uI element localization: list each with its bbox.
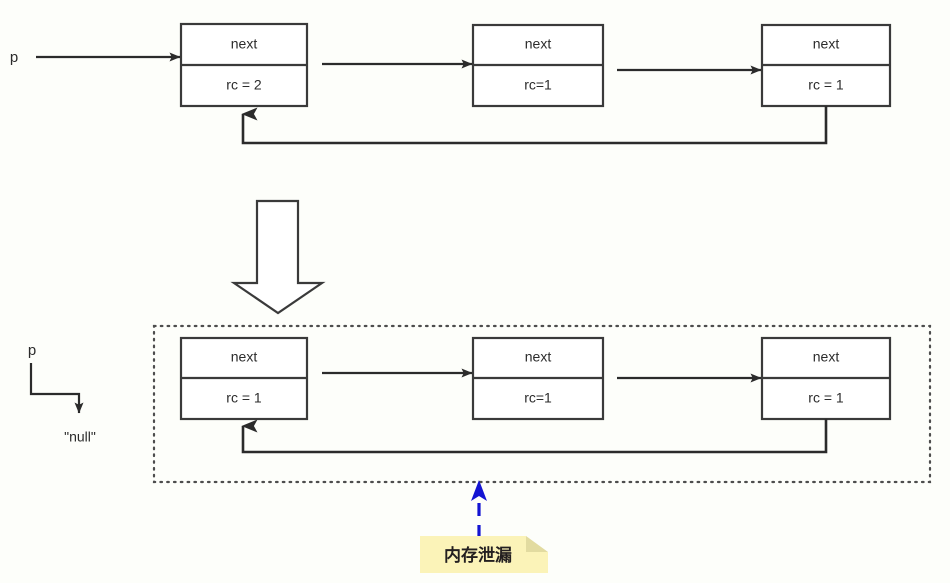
- bottom-node-2-next-label: next: [525, 349, 552, 365]
- annotation-arrowhead-icon: [471, 480, 487, 501]
- memory-leak-note-body: [420, 536, 548, 573]
- bottom-node-1[interactable]: next rc = 1: [179, 336, 309, 421]
- memory-leak-note-label: 内存泄漏: [444, 545, 512, 566]
- leaked-region-boundary: [152, 324, 932, 484]
- bottom-node-1-next-label: next: [231, 349, 258, 365]
- top-node-1[interactable]: next rc = 2: [179, 22, 309, 108]
- bottom-pointer-label: p: [28, 342, 36, 359]
- bottom-cycle-loop-arrow: [241, 419, 828, 454]
- bottom-node-3-rc-label: rc = 1: [808, 390, 844, 406]
- bottom-node-3[interactable]: next rc = 1: [760, 336, 892, 421]
- top-cycle-loop-arrow: [241, 106, 828, 145]
- top-node-2-rc-label: rc=1: [524, 77, 552, 93]
- pointer-to-null-arrow: [29, 363, 84, 414]
- top-node-1-next-label: next: [231, 36, 258, 52]
- bottom-node-2[interactable]: next rc=1: [471, 336, 605, 421]
- top-node-3-next-label: next: [813, 36, 840, 52]
- bottom-node-3-next-label: next: [813, 349, 840, 365]
- null-label: "null": [64, 429, 96, 445]
- big-down-arrow-icon: [230, 199, 326, 315]
- top-node-1-rc-label: rc = 2: [226, 77, 262, 93]
- memory-leak-note-fold-icon: [526, 536, 548, 552]
- bottom-node-2-rc-label: rc=1: [524, 390, 552, 406]
- top-pointer-label: p: [10, 49, 18, 66]
- top-node-2-next-label: next: [525, 36, 552, 52]
- memory-leak-note[interactable]: 内存泄漏: [420, 536, 548, 573]
- top-node-2[interactable]: next rc=1: [471, 23, 605, 108]
- top-node-3[interactable]: next rc = 1: [760, 23, 892, 108]
- bottom-node-1-rc-label: rc = 1: [226, 390, 262, 406]
- top-node-3-rc-label: rc = 1: [808, 77, 844, 93]
